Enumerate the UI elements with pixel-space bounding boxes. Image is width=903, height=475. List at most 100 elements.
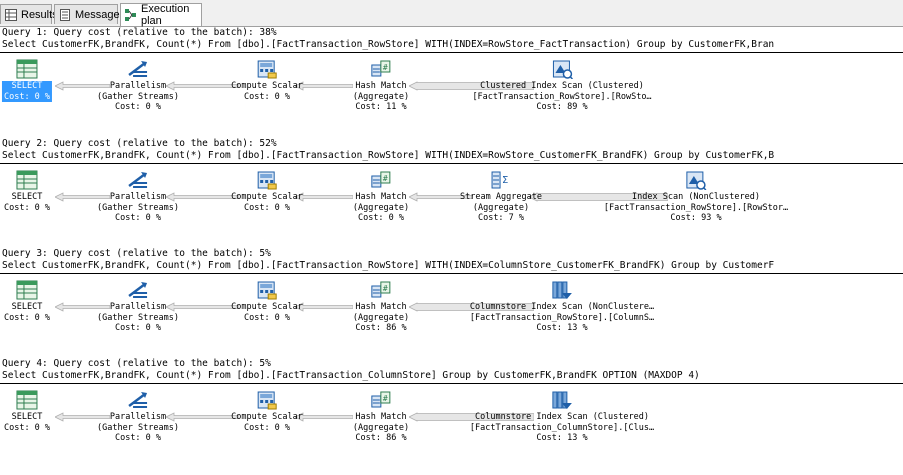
columnstore-index-scan-icon [551, 280, 573, 300]
plan-operator-index-scan[interactable]: Index Scan (NonClustered)[FactTransactio… [604, 170, 788, 224]
grid-icon [5, 8, 17, 21]
stream-aggregate-icon [490, 170, 512, 190]
operator-cost: Cost: 0 % [3, 422, 51, 433]
operator-name: Compute Scalar [231, 192, 303, 202]
data-flow-arrow [55, 81, 110, 91]
operator-detail: (Aggregate) [352, 312, 410, 323]
parallelism-icon [127, 170, 149, 190]
plan-operator-parallelism[interactable]: Parallelism(Gather Streams)Cost: 0 % [97, 390, 179, 444]
plan-operator-hash-match[interactable]: Hash Match(Aggregate)Cost: 86 % [353, 390, 409, 444]
parallelism-icon [127, 280, 149, 300]
operator-name: Hash Match [355, 192, 407, 202]
tab-execution-plan[interactable]: Execution plan [120, 3, 202, 27]
operator-cost: Cost: 89 % [536, 102, 588, 112]
plan-operator-clustered-index-scan[interactable]: Clustered Index Scan (Clustered)[FactTra… [472, 59, 652, 113]
operator-cost: Cost: 11 % [355, 102, 407, 112]
query-plan-2: Query 2: Query cost (relative to the bat… [0, 137, 903, 247]
operator-name: Hash Match [355, 412, 407, 422]
hash-match-icon [370, 390, 392, 410]
operator-name: SELECT [11, 412, 43, 422]
query-separator [0, 383, 903, 384]
clustered-index-scan-icon [551, 59, 573, 79]
hash-match-icon [370, 59, 392, 79]
operator-name: SELECT [11, 81, 43, 91]
operator-name: Stream Aggregate [460, 192, 542, 202]
data-flow-arrow [55, 412, 110, 422]
operator-detail: (Aggregate) [352, 422, 410, 433]
operator-cost: Cost: 86 % [355, 433, 407, 443]
plan-operator-parallelism[interactable]: Parallelism(Gather Streams)Cost: 0 % [97, 280, 179, 334]
data-flow-arrow [295, 192, 353, 202]
parallelism-icon [127, 59, 149, 79]
data-flow-arrow [529, 192, 668, 202]
results-tab-bar: Results Messages Execution plan [0, 0, 903, 27]
operator-detail: (Gather Streams) [97, 202, 179, 213]
compute-scalar-icon [256, 280, 278, 300]
operator-name: SELECT [11, 302, 43, 312]
operator-detail: (Gather Streams) [97, 422, 179, 433]
operator-cost: Cost: 0 % [243, 202, 291, 213]
query-plan-3: Query 3: Query cost (relative to the bat… [0, 247, 903, 357]
operator-name: Hash Match [355, 81, 407, 91]
data-flow-arrow [55, 192, 110, 202]
operator-cost: Cost: 0 % [3, 202, 51, 213]
operator-cost: Cost: 7 % [477, 213, 525, 223]
operator-detail: [FactTransaction_RowStore].[RowSto… [472, 91, 652, 102]
operator-detail: (Aggregate) [352, 202, 410, 213]
tab-messages[interactable]: Messages [54, 4, 125, 24]
query-separator [0, 273, 903, 274]
operator-detail: [FactTransaction_RowStore].[RowStor… [603, 202, 789, 213]
operator-cost: Cost: 0 % [3, 91, 51, 102]
tab-execution-plan-label: Execution plan [141, 3, 190, 27]
operator-cost: Cost: 0 % [114, 433, 162, 443]
plan-operator-stream-aggregate[interactable]: Stream Aggregate(Aggregate)Cost: 7 % [460, 170, 542, 224]
compute-scalar-icon [256, 170, 278, 190]
operator-cost: Cost: 0 % [357, 213, 405, 223]
data-flow-arrow [409, 302, 534, 312]
operator-cost: Cost: 0 % [114, 323, 162, 333]
data-flow-arrow [409, 81, 534, 91]
hash-match-icon [370, 280, 392, 300]
plan-operator-parallelism[interactable]: Parallelism(Gather Streams)Cost: 0 % [97, 59, 179, 113]
data-flow-arrow [295, 412, 353, 422]
plan-operator-parallelism[interactable]: Parallelism(Gather Streams)Cost: 0 % [97, 170, 179, 224]
index-scan-icon [685, 170, 707, 190]
parallelism-icon [127, 390, 149, 410]
plan-operator-columnstore-index-scan[interactable]: Columnstore Index Scan (NonClustere…[Fac… [470, 280, 654, 334]
plan-operator-hash-match[interactable]: Hash Match(Aggregate)Cost: 11 % [353, 59, 409, 113]
data-flow-arrow [166, 81, 239, 91]
plan-operator-columnstore-index-scan[interactable]: Columnstore Index Scan (Clustered)[FactT… [470, 390, 654, 444]
query-header: Query 2: Query cost (relative to the bat… [2, 138, 277, 149]
operator-cost: Cost: 0 % [243, 422, 291, 433]
operator-cost: Cost: 0 % [243, 312, 291, 323]
data-flow-arrow [295, 81, 353, 91]
select-icon [16, 59, 38, 79]
operator-detail: (Aggregate) [352, 91, 410, 102]
query-separator [0, 52, 903, 53]
plan-operator-hash-match[interactable]: Hash Match(Aggregate)Cost: 0 % [353, 170, 409, 224]
data-flow-arrow [295, 302, 353, 312]
columnstore-index-scan-icon [551, 390, 573, 410]
operator-name: Columnstore Index Scan (Clustered) [474, 412, 649, 422]
messages-icon [59, 8, 71, 21]
query-sql-text: Select CustomerFK,BrandFK, Count(*) From… [2, 370, 700, 381]
tab-results[interactable]: Results [0, 4, 58, 24]
data-flow-arrow [409, 412, 534, 422]
operator-cost: Cost: 86 % [355, 323, 407, 333]
data-flow-arrow [166, 192, 239, 202]
operator-cost: Cost: 0 % [243, 91, 291, 102]
tab-results-label: Results [21, 8, 58, 21]
plan-operator-hash-match[interactable]: Hash Match(Aggregate)Cost: 86 % [353, 280, 409, 334]
operator-detail: (Gather Streams) [97, 312, 179, 323]
data-flow-arrow [166, 412, 239, 422]
data-flow-arrow [166, 302, 239, 312]
operator-detail: (Gather Streams) [97, 91, 179, 102]
